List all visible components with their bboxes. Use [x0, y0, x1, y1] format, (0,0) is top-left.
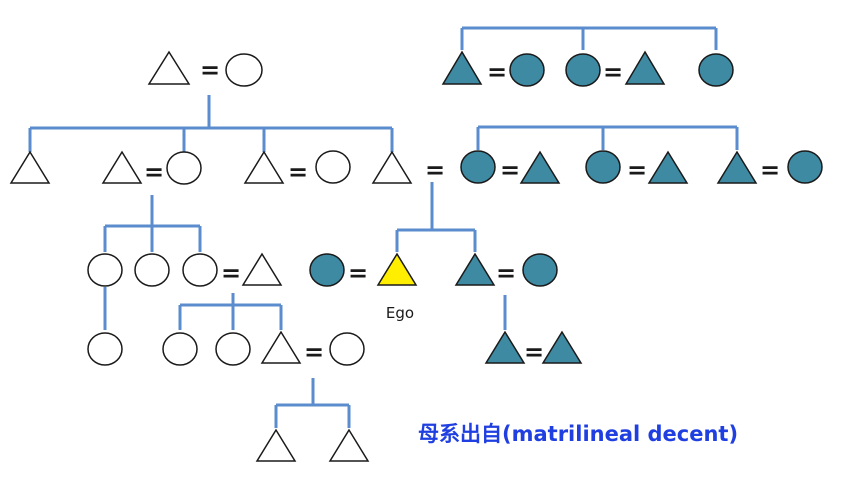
marriage-sign: = — [627, 156, 647, 184]
matrilineal-female-icon — [585, 150, 621, 184]
female-icon — [87, 253, 123, 287]
matrilineal-male-icon — [647, 150, 689, 184]
male-icon — [9, 150, 51, 184]
marriage-sign: = — [288, 158, 308, 186]
matrilineal-male-icon — [541, 330, 583, 364]
female-icon — [315, 150, 351, 184]
marriage-sign: = — [221, 259, 241, 287]
marriage-sign: = — [603, 58, 623, 86]
marriage-sign: = — [304, 338, 324, 366]
matrilineal-female-icon — [522, 253, 558, 287]
male-icon — [255, 428, 297, 462]
male-icon — [243, 150, 285, 184]
marriage-sign: = — [496, 259, 516, 287]
female-icon — [215, 332, 251, 366]
marriage-sign: = — [425, 156, 445, 184]
matrilineal-female-icon — [565, 53, 601, 87]
matrilineal-female-icon — [787, 150, 823, 184]
matrilineal-male-icon — [624, 50, 666, 85]
male-icon — [260, 330, 302, 364]
female-icon — [329, 332, 365, 366]
matrilineal-male-icon — [484, 330, 526, 364]
matrilineal-male-icon — [716, 150, 758, 184]
female-icon — [225, 53, 263, 87]
female-icon — [87, 332, 123, 366]
male-icon — [101, 150, 143, 184]
diagram-title: 母系出自(matrilineal decent) — [418, 422, 739, 446]
marriage-sign: = — [144, 158, 164, 186]
matrilineal-male-icon — [454, 252, 496, 286]
male-icon — [241, 252, 283, 286]
matrilineal-male-icon — [519, 150, 561, 184]
female-icon — [162, 332, 198, 366]
marriage-sign: = — [487, 58, 507, 86]
male-icon — [147, 50, 191, 85]
ego-icon — [376, 252, 418, 286]
marriage-sign: = — [524, 338, 544, 366]
female-icon — [182, 253, 218, 287]
ego-label: Ego — [386, 304, 414, 322]
marriage-sign: = — [200, 56, 220, 84]
matrilineal-female-icon — [509, 53, 545, 87]
marriage-sign: = — [348, 259, 368, 287]
matrilineal-male-icon — [441, 50, 483, 85]
male-icon — [328, 428, 370, 462]
marriage-sign: = — [500, 156, 520, 184]
matrilineal-female-icon — [309, 253, 345, 287]
descent-lines — [28, 26, 739, 428]
father-icon — [371, 150, 413, 184]
matrilineal-female-icon — [698, 53, 734, 87]
mother-icon — [460, 150, 496, 184]
marriage-sign: = — [760, 156, 780, 184]
female-icon — [166, 151, 202, 185]
female-icon — [134, 253, 170, 287]
